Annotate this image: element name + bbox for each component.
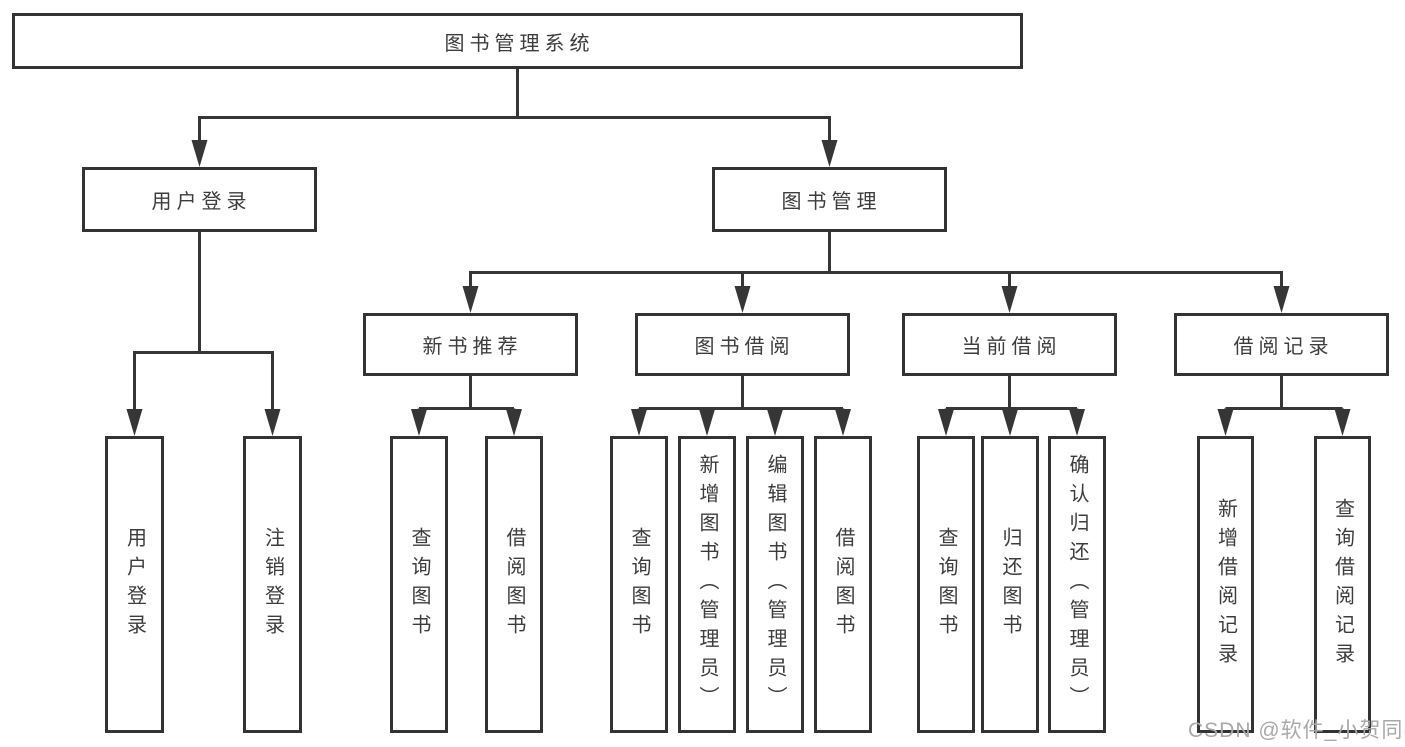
node-book-borrowing: 图书借阅 xyxy=(635,313,850,376)
leaf-label: 查询图书 xyxy=(935,526,957,643)
node-label: 图书管理 xyxy=(781,191,882,213)
leaf-label: 借阅图书 xyxy=(832,526,854,643)
leaf-query-borrow-record: 查询借阅记录 xyxy=(1314,436,1371,733)
leaf-label: 新增借阅记录 xyxy=(1214,497,1237,672)
node-borrowing-records: 借阅记录 xyxy=(1174,313,1389,376)
leaf-edit-book-admin: 编辑图书（管理员） xyxy=(746,436,804,733)
leaf-label: 查询图书 xyxy=(628,526,650,643)
node-user-login: 用户登录 xyxy=(82,167,317,232)
leaf-label: 借阅图书 xyxy=(503,526,525,643)
leaf-label: 查询借阅记录 xyxy=(1331,497,1354,672)
node-book-management: 图书管理 xyxy=(712,167,947,232)
leaf-add-borrow-record: 新增借阅记录 xyxy=(1197,436,1254,733)
node-current-borrowing: 当前借阅 xyxy=(902,313,1117,376)
leaf-label: 新增图书（管理员） xyxy=(696,454,718,715)
node-label: 当前借阅 xyxy=(961,336,1062,358)
leaf-label: 查询图书 xyxy=(408,526,430,643)
leaf-user-login: 用户登录 xyxy=(105,436,164,733)
node-label: 图书借阅 xyxy=(694,336,795,358)
node-label: 图书管理系统 xyxy=(444,32,595,55)
leaf-borrow-books: 借阅图书 xyxy=(814,436,872,733)
leaf-query-books-current: 查询图书 xyxy=(917,436,975,733)
leaf-confirm-return-admin: 确认归还（管理员） xyxy=(1048,436,1106,733)
leaf-borrow-books-recommend: 借阅图书 xyxy=(485,436,543,733)
csdn-watermark: CSDN @软件_小贺同学 xyxy=(1188,719,1405,742)
leaf-query-books-recommend: 查询图书 xyxy=(390,436,448,733)
node-label: 用户登录 xyxy=(151,191,252,213)
leaf-label: 编辑图书（管理员） xyxy=(764,454,786,715)
leaf-add-book-admin: 新增图书（管理员） xyxy=(678,436,736,733)
leaf-label: 用户登录 xyxy=(123,526,146,643)
leaf-label: 确认归还（管理员） xyxy=(1066,454,1088,715)
leaf-return-books: 归还图书 xyxy=(981,436,1039,733)
node-label: 借阅记录 xyxy=(1233,336,1334,358)
node-library-management-system: 图书管理系统 xyxy=(12,13,1023,69)
leaf-query-books-borrowing: 查询图书 xyxy=(610,436,668,733)
leaf-logout: 注销登录 xyxy=(243,436,302,733)
node-new-book-recommendation: 新书推荐 xyxy=(363,313,578,376)
arrowheads xyxy=(126,140,1351,436)
leaf-label: 归还图书 xyxy=(999,526,1021,643)
node-label: 新书推荐 xyxy=(422,336,523,358)
leaf-label: 注销登录 xyxy=(261,526,284,643)
